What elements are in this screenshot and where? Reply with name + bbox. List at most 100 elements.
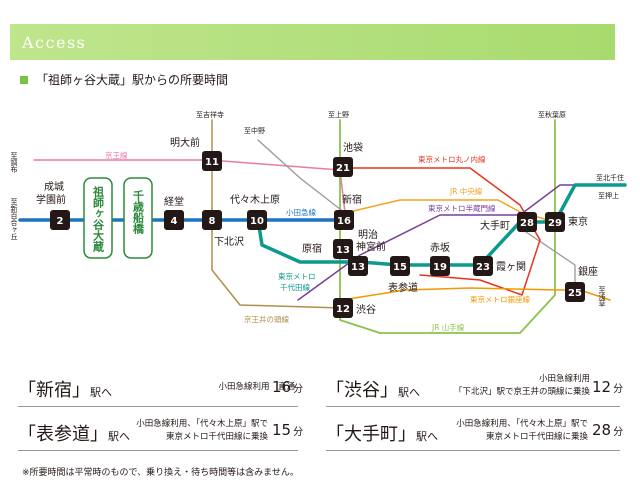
station-name-tokyo: 東京: [568, 215, 588, 228]
current-station-soshigaya: [83, 177, 113, 259]
dest-shinjuku: 「新宿」駅へ: [18, 380, 112, 401]
current-station-chitose: [123, 177, 153, 259]
station-name-meiji-1: 明治: [358, 228, 378, 241]
label-hanzomon: 東京メトロ半蔵門線: [428, 203, 496, 213]
subtitle: 「祖師ヶ谷大蔵」駅からの所要時間: [20, 71, 228, 88]
subtitle-text: 「祖師ヶ谷大蔵」駅からの所要時間: [36, 73, 229, 87]
station-name-ikebukuro: 池袋: [343, 141, 363, 154]
current-stations: 祖師ヶ谷大蔵 千歳船橋: [83, 177, 153, 259]
station-name-shimokita: 下北沢: [214, 235, 244, 248]
station-name-ginza: 銀座: [578, 265, 598, 278]
via-otemachi: 小田急線利用、「代々木上原」駅で東京メトロ千代田線に乗換: [456, 419, 588, 442]
station-box-ginza: [565, 282, 585, 302]
station-name-yoyogiuehara: 代々木上原: [230, 194, 280, 206]
station-num-tokyo: 29: [548, 218, 562, 229]
station-num-shibuya: 12: [336, 304, 350, 315]
dir-kichijoji: 至吉祥寺: [196, 110, 224, 119]
station-num-otemachi: 28: [520, 218, 534, 229]
inokashira-line: [211, 119, 343, 309]
station-box-omotesando: [390, 256, 410, 276]
dir-kitasenju: 至北千住: [596, 173, 624, 182]
station-box-meidaimae: [202, 151, 222, 171]
station-box-shinjuku: [334, 210, 354, 230]
bullet-square-icon: [20, 75, 28, 84]
station-num-ginza: 25: [568, 288, 582, 299]
station-box-seijo: [50, 210, 70, 230]
dest-omotesando: 「表参道」駅へ: [18, 424, 130, 445]
section-title: Access: [22, 33, 87, 52]
divider: [18, 406, 298, 407]
marunouchi-line: [344, 167, 541, 296]
current-station-soshigaya-label: 祖師ヶ谷大蔵: [92, 185, 106, 253]
station-name-otemachi: 大手町: [480, 219, 510, 232]
station-box-akasaka: [430, 256, 450, 276]
divider: [326, 450, 620, 451]
station-num-akasaka: 19: [433, 262, 447, 273]
station-name-omotesando: 表参道: [388, 281, 418, 294]
label-yamanote: JR 山手線: [431, 322, 465, 332]
station-name-shibuya: 渋谷: [356, 303, 376, 316]
station-name-kasumigaseki: 霞ヶ関: [496, 261, 526, 273]
dir-oshiage: 至押上: [598, 191, 619, 200]
station-box-kyodo: [164, 210, 184, 230]
station-num-seijo: 2: [57, 216, 64, 227]
station-num-meidaimae: 11: [205, 157, 219, 168]
section-header: Access: [10, 24, 615, 60]
station-box-otemachi: [517, 212, 537, 232]
divider: [326, 406, 620, 407]
dir-shinyurigaoka: 至新百合ヶ丘: [10, 198, 18, 240]
station-name-seijo-1: 成城: [44, 181, 64, 193]
dir-ueno: 至上野: [328, 110, 349, 119]
station-num-ikebukuro: 21: [336, 163, 350, 174]
station-num-yoyogiuehara: 10: [250, 216, 264, 227]
station-box-harajuku: [333, 239, 353, 259]
station-num-harajuku: 13: [336, 245, 350, 256]
station-box-shimokita: [202, 210, 222, 230]
station-box-ikebukuro: [333, 157, 353, 177]
footnote: ※所要時間は平常時のもので、乗り換え・待ち時間等は含みません。: [22, 468, 299, 478]
label-marunouchi: 東京メトロ丸ノ内線: [418, 154, 486, 164]
label-chuo: JR 中央線: [449, 186, 483, 196]
divider: [18, 450, 298, 451]
station-box-kasumigaseki: [473, 256, 493, 276]
dir-akihabara: 至秋葉原: [538, 110, 566, 119]
label-chiyoda-1: 東京メトロ: [278, 271, 316, 281]
station-name-meiji-2: 神宮前: [356, 240, 386, 253]
keio-line: [33, 159, 346, 214]
dir-asakusa: 至浅草: [598, 286, 606, 308]
station-num-shinjuku: 16: [337, 216, 351, 227]
station-name-meidaimae: 明大前: [170, 136, 200, 149]
station-name-harajuku: 原宿: [302, 242, 322, 255]
station-box-yoyogiuehara: [247, 210, 267, 230]
station-num-kasumigaseki: 23: [476, 262, 490, 273]
label-odakyu: 小田急線: [286, 207, 316, 217]
jr-line-gray-1: [257, 139, 346, 214]
dir-nakano: 至中野: [244, 126, 265, 135]
label-inokashira: 京王井の頭線: [244, 314, 289, 324]
dest-shibuya: 「渋谷」駅へ: [326, 380, 420, 401]
dest-otemachi: 「大手町」駅へ: [326, 424, 438, 445]
station-name-shinjuku: 新宿: [342, 193, 362, 206]
station-name-akasaka: 赤坂: [430, 242, 450, 254]
via-shinjuku: 小田急線利用 直通: [218, 382, 295, 392]
station-box-tokyo: [545, 212, 565, 232]
label-keio: 京王線: [105, 150, 128, 160]
via-omotesando: 小田急線利用、「代々木上原」駅で東京メトロ千代田線に乗換: [136, 419, 268, 442]
dir-chofu: 至調布: [10, 152, 18, 174]
station-num-shimokita: 8: [209, 216, 216, 227]
station-name-seijo-2: 学園前: [36, 193, 66, 206]
via-shibuya: 小田急線利用「下北沢」駅で京王井の頭線に乗換: [453, 374, 590, 397]
station-num-omotesando: 15: [393, 262, 407, 273]
station-num-meijijingumae: 13: [351, 262, 365, 273]
station-box-shibuya: [333, 298, 353, 318]
station-num-kyodo: 4: [171, 216, 178, 227]
station-name-kyodo: 経堂: [164, 195, 184, 208]
station-box-meijijingumae: [348, 256, 368, 276]
label-ginza: 東京メトロ銀座線: [470, 294, 530, 304]
